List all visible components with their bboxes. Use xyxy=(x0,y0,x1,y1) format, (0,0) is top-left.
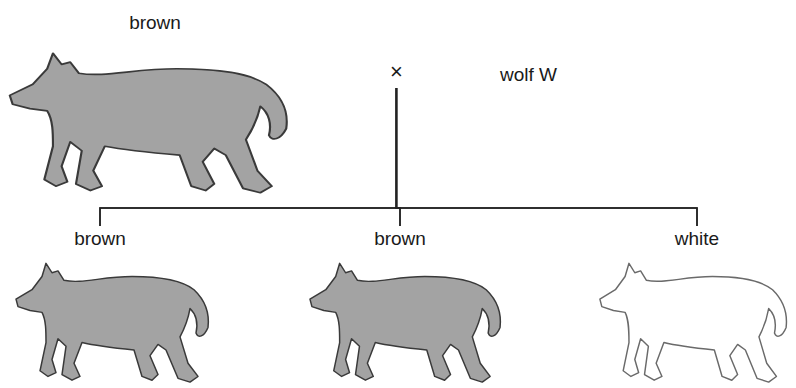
phenotype-label: white xyxy=(604,228,790,250)
wolf-illustration xyxy=(4,40,292,195)
phenotype-label: brown xyxy=(7,228,193,250)
phenotype-label: brown xyxy=(16,12,294,34)
phenotype-label: brown xyxy=(307,228,493,250)
cross-line xyxy=(100,88,396,226)
phenotype-label: wolf W xyxy=(500,64,561,86)
wolf-illustration xyxy=(596,252,790,384)
cross-symbol: × xyxy=(390,60,403,84)
wolf-illustration xyxy=(12,252,212,384)
offspring-wolf: brown xyxy=(305,226,495,384)
offspring-wolf: white xyxy=(602,226,792,384)
offspring-wolf: brown xyxy=(5,226,195,384)
cross-line xyxy=(396,88,697,226)
parent-wolf: brown xyxy=(10,6,300,196)
wolf-illustration xyxy=(306,252,504,384)
cross-line xyxy=(396,88,697,226)
parent-wolf: wolf W xyxy=(496,60,565,90)
cross-line xyxy=(100,88,396,226)
